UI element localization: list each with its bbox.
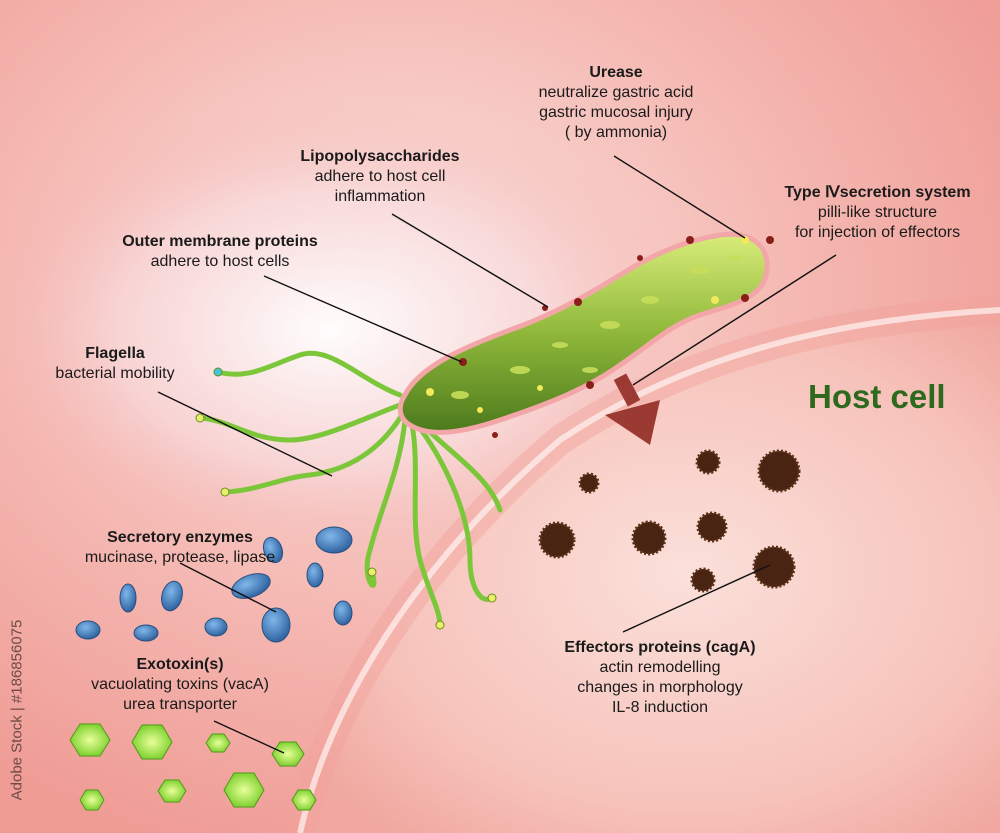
exotoxins-title: Exotoxin(s) [136, 656, 224, 673]
bacterium-granules [426, 236, 749, 413]
leader-lines [157, 155, 837, 754]
enzymes-title: Secretory enzymes [107, 529, 253, 546]
effectors-line: actin remodelling [599, 659, 721, 676]
t4ss-line: pilli-like structure [817, 204, 938, 221]
secretory-enzymes [75, 526, 353, 643]
host-cell-title: Host cell [808, 378, 946, 415]
enzymes-line: mucinase, protease, lipase [84, 549, 276, 566]
effectors-line: IL-8 induction [611, 699, 709, 716]
stock-watermark: Adobe Stock | #186856075 [6, 596, 28, 824]
injection-arrow [605, 373, 660, 445]
t4ss-line: for injection of effectors [794, 224, 961, 241]
label-effector-proteins: Effectors proteins (cagA) actin remodell… [530, 638, 790, 718]
urease-title: Urease [589, 64, 643, 81]
exotoxins-line: urea transporter [123, 696, 237, 713]
host-cell-membrane-edge [297, 307, 1000, 833]
t4ss-title: Type Ⅳsecretion system [784, 184, 971, 201]
flagella-line: bacterial mobility [55, 365, 175, 382]
omp-line: adhere to host cells [150, 253, 290, 270]
flagella-title: Flagella [85, 345, 145, 362]
lps-line: adhere to host cell [314, 168, 446, 185]
label-lipopolysaccharides: Lipopolysaccharides adhere to host cell … [260, 147, 500, 207]
lps-title: Lipopolysaccharides [300, 148, 460, 165]
flagella [197, 350, 503, 628]
host-cell-body [300, 310, 1000, 833]
omp-title: Outer membrane proteins [122, 233, 318, 250]
bacterium-body [397, 231, 770, 435]
urease-line: ( by ammonia) [564, 124, 668, 141]
lps-line: inflammation [334, 188, 426, 205]
urease-line: gastric mucosal injury [539, 104, 693, 121]
urease-line: neutralize gastric acid [538, 84, 694, 101]
helicobacter-bacterium [397, 231, 774, 438]
label-outer-membrane-proteins: Outer membrane proteins adhere to host c… [90, 232, 350, 272]
label-flagella: Flagella bacterial mobility [30, 344, 200, 384]
effector-proteins [538, 449, 801, 593]
flagella-tips [195, 367, 497, 630]
effectors-title: Effectors proteins (cagA) [564, 639, 756, 656]
exotoxins-line: vacuolating toxins (vacA) [91, 676, 269, 693]
label-secretory-enzymes: Secretory enzymes mucinase, protease, li… [50, 528, 310, 568]
label-type-iv-secretion: Type Ⅳsecretion system pilli-like struct… [755, 183, 1000, 243]
effectors-line: changes in morphology [577, 679, 743, 696]
label-urease: Urease neutralize gastric acid gastric m… [506, 63, 726, 143]
label-exotoxins: Exotoxin(s) vacuolating toxins (vacA) ur… [60, 655, 300, 715]
bacterium-inclusions [451, 255, 742, 399]
stock-watermark-text: Adobe Stock | #186856075 [8, 619, 26, 801]
exotoxins [69, 723, 317, 811]
mucosa-glow [0, 100, 690, 560]
surface-proteins [459, 236, 774, 438]
